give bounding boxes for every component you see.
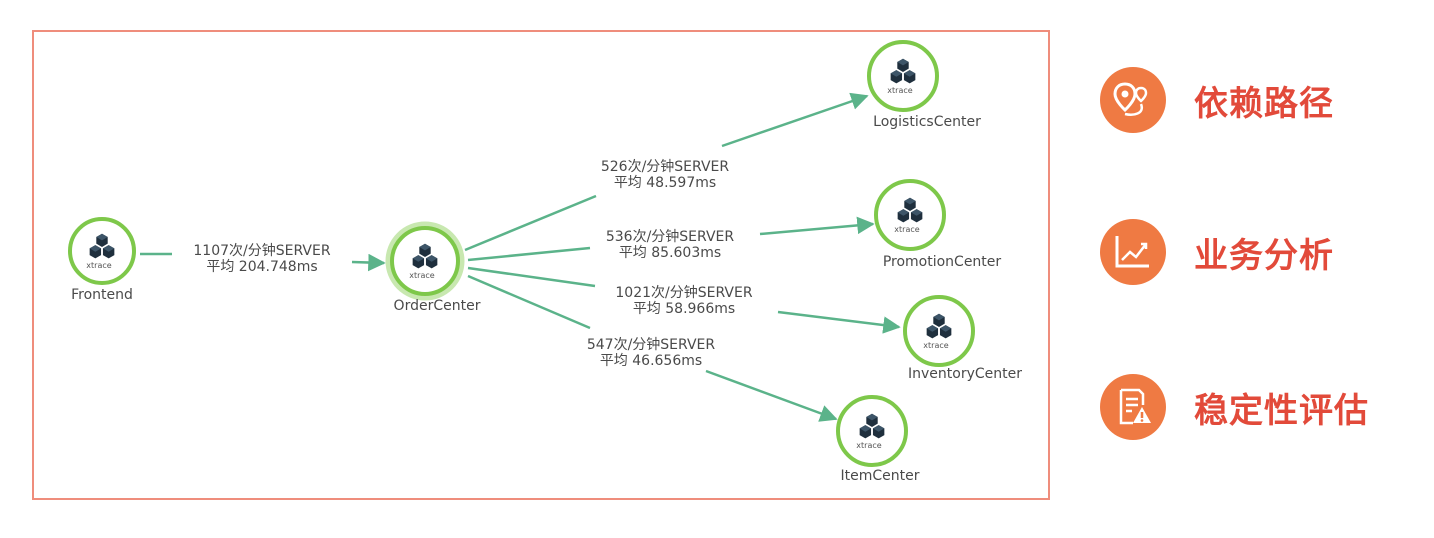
node-ring: [867, 40, 939, 112]
edge-arrow: [777, 310, 901, 334]
node-badge-text: xtrace: [86, 261, 111, 270]
node-label: InventoryCenter: [908, 366, 1022, 382]
node-badge-text: xtrace: [856, 441, 881, 450]
edge-rate-label: 547次/分钟SERVER: [587, 336, 716, 353]
map-route-icon: [1100, 67, 1166, 133]
node-badge-text: xtrace: [923, 341, 948, 350]
edge-latency-label: 平均 46.656ms: [600, 353, 702, 369]
edge-arrow: [721, 92, 869, 148]
edge-rate-label: 536次/分钟SERVER: [606, 228, 735, 245]
edge-latency-label: 平均 48.597ms: [614, 175, 716, 191]
feature-label: 稳定性评估: [1194, 390, 1369, 431]
node-label: PromotionCenter: [883, 254, 1002, 270]
feature-label: 业务分析: [1194, 235, 1334, 276]
nodes-layer: xtraceFrontendxtraceOrderCenterxtraceLog…: [68, 40, 1022, 484]
line-chart-icon: [1100, 219, 1166, 285]
edge-latency-label: 平均 58.966ms: [633, 301, 735, 317]
edge-arrow: [705, 369, 838, 422]
feature-business-analysis: 业务分析: [1100, 212, 1334, 292]
edge-line: [467, 274, 591, 330]
edge-arrow: [759, 216, 875, 236]
node-ring: [836, 395, 908, 467]
node-ring: [903, 295, 975, 367]
edge-rate-label: 1021次/分钟SERVER: [615, 284, 752, 301]
edge-line: [467, 266, 596, 288]
edge-arrow: [351, 253, 386, 272]
report-warning-icon: [1100, 374, 1166, 440]
node-label: Frontend: [71, 287, 133, 303]
edge-rate-label: 526次/分钟SERVER: [601, 158, 730, 175]
topology-frame: [32, 30, 1050, 500]
feature-dependency-path: 依赖路径: [1100, 60, 1334, 140]
edge-rate-label: 1107次/分钟SERVER: [193, 242, 330, 259]
node-label: ItemCenter: [841, 468, 920, 484]
node-badge-text: xtrace: [894, 225, 919, 234]
edge-line: [467, 246, 591, 262]
node-badge-text: xtrace: [409, 271, 434, 280]
node-ring: [874, 179, 946, 251]
edge-latency-label: 平均 85.603ms: [619, 245, 721, 261]
node-label: LogisticsCenter: [873, 114, 981, 130]
node-ring: [390, 226, 460, 296]
node-selected-halo: [385, 221, 465, 301]
node-ring: [68, 217, 136, 285]
feature-label: 依赖路径: [1194, 83, 1334, 124]
edge-latency-label: 平均 204.748ms: [206, 259, 317, 275]
node-badge-text: xtrace: [887, 86, 912, 95]
feature-stability-assessment: 稳定性评估: [1100, 367, 1369, 447]
edge-line: [464, 194, 597, 252]
node-label: OrderCenter: [394, 298, 481, 314]
